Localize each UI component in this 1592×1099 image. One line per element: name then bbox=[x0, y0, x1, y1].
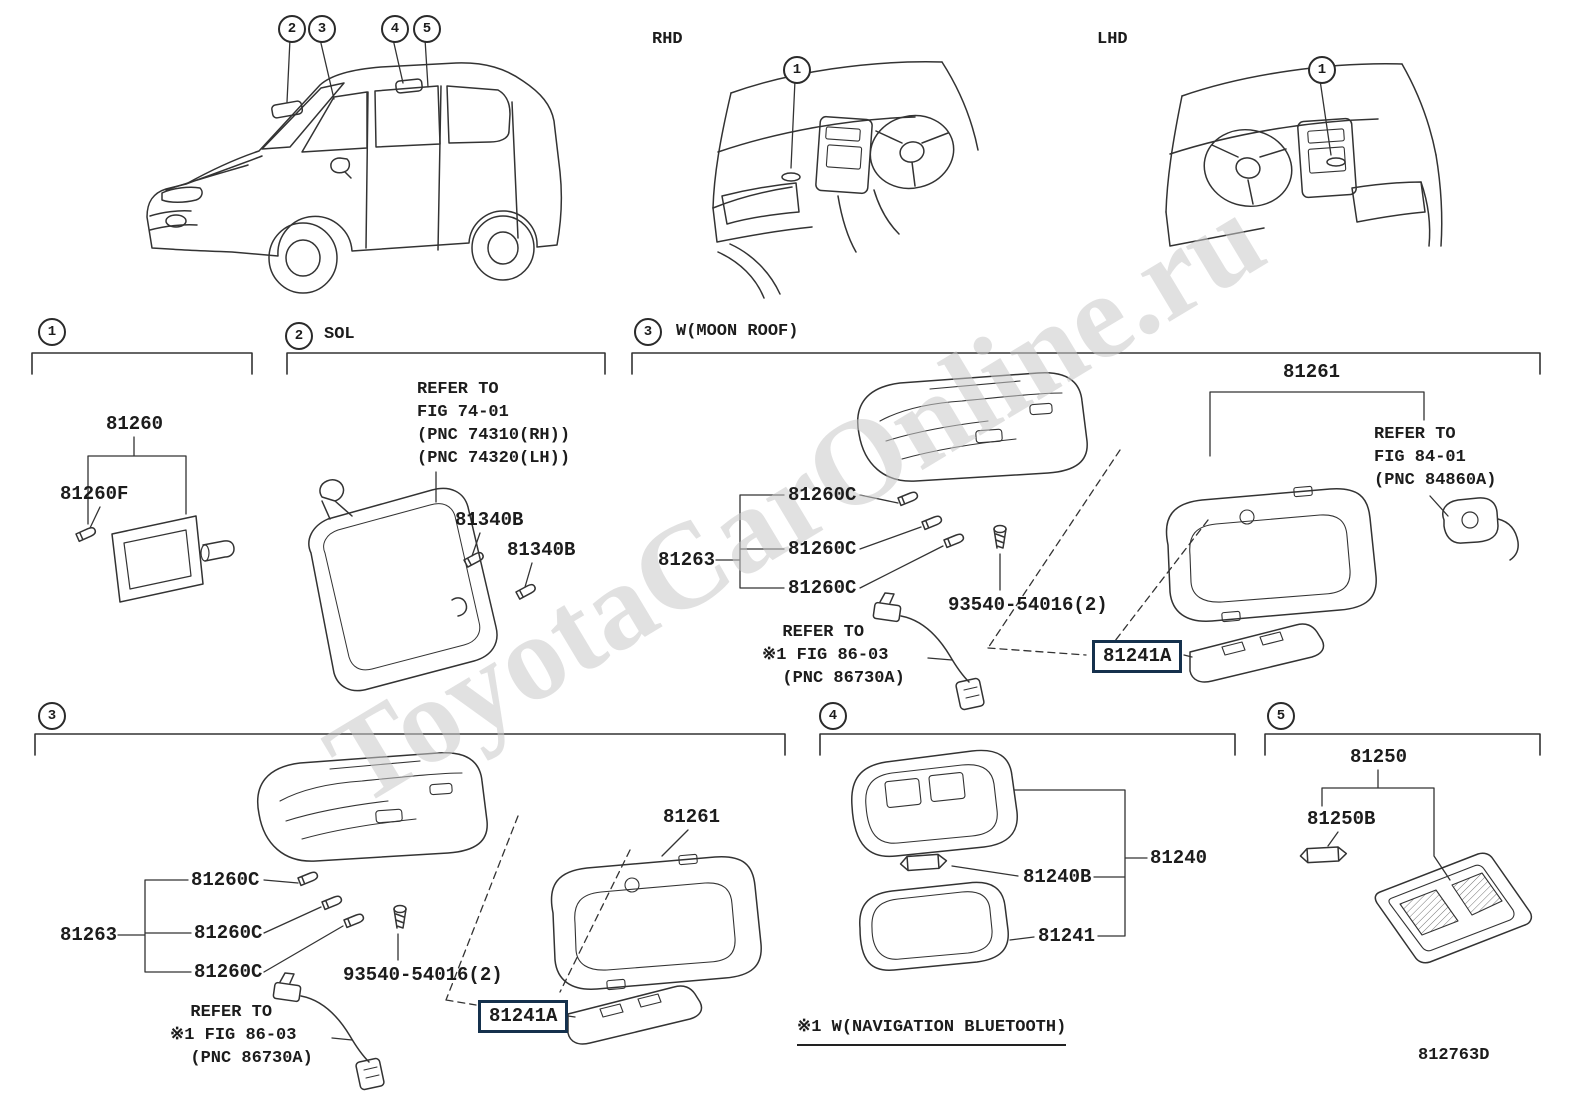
section1-marker: 1 bbox=[38, 318, 66, 346]
connector-icon bbox=[872, 601, 902, 623]
toyota-emblem bbox=[165, 214, 187, 228]
callout-leader-lines bbox=[286, 38, 1332, 169]
part-label-81241: 81241 bbox=[1038, 925, 1096, 947]
front-wheel bbox=[268, 222, 338, 294]
section2-leaders bbox=[435, 471, 533, 588]
section5-marker: 5 bbox=[1267, 702, 1295, 730]
callout-2: 2 bbox=[278, 15, 306, 43]
part-label-screw-mr: 93540-54016(2) bbox=[948, 594, 1108, 616]
part-label-81260C-mr-1: 81260C bbox=[788, 484, 857, 506]
part-label-81260F: 81260F bbox=[60, 483, 129, 505]
section1-leaders bbox=[87, 436, 187, 529]
part-label-81340B-2: 81340B bbox=[507, 539, 576, 561]
part-label-81263-mr: 81263 bbox=[658, 549, 716, 571]
part-label-81260C-std-2: 81260C bbox=[194, 922, 263, 944]
part-label-screw-std: 93540-54016(2) bbox=[343, 964, 503, 986]
part-label-81261-mr: 81261 bbox=[1283, 361, 1341, 383]
callout-5: 5 bbox=[413, 15, 441, 43]
section3-moonroof-marker: 3 bbox=[634, 318, 662, 346]
lamp-plate-art bbox=[1189, 623, 1325, 683]
callout-1-lhd: 1 bbox=[1308, 56, 1336, 84]
refer-note-fig86-std: REFER TO ※1 FIG 86-03 (PNC 86730A) bbox=[170, 1003, 313, 1068]
rear-wheel bbox=[471, 215, 535, 281]
callout-3: 3 bbox=[308, 15, 336, 43]
part-label-81250B: 81250B bbox=[1307, 808, 1376, 830]
section5-leaders bbox=[1321, 769, 1451, 881]
door-mirror bbox=[330, 157, 352, 179]
section2-marker: 2 bbox=[285, 322, 313, 350]
footnote-navigation-bluetooth: ※1 W(NAVIGATION BLUETOOTH) bbox=[797, 1016, 1067, 1046]
part-label-81260C-std-3: 81260C bbox=[194, 961, 263, 983]
section3-bottom-dashed bbox=[445, 815, 631, 1006]
maplamp-lens-art bbox=[1165, 485, 1377, 623]
rhd-dashboard bbox=[712, 61, 979, 299]
wedge-bulb-icon bbox=[75, 525, 98, 543]
steering-wheel-rhd bbox=[869, 114, 955, 190]
car-illustration bbox=[146, 62, 563, 294]
part-label-81263-std: 81263 bbox=[60, 924, 118, 946]
part-label-81240: 81240 bbox=[1150, 847, 1208, 869]
section4-leaders bbox=[951, 789, 1148, 941]
part-label-81260C-mr-3: 81260C bbox=[788, 577, 857, 599]
section4-marker: 4 bbox=[819, 702, 847, 730]
maplamp-lens-art-std bbox=[550, 853, 762, 991]
section3-top-dashed bbox=[987, 449, 1209, 656]
section3-moonroof-title: W(MOON ROOF) bbox=[676, 322, 799, 341]
lhd-dashboard bbox=[1165, 63, 1443, 247]
diagram-id: 812763D bbox=[1418, 1046, 1490, 1065]
festoon-bulb-icon bbox=[899, 853, 948, 872]
section3-bottom-leaders bbox=[117, 829, 689, 1041]
part-label-81250: 81250 bbox=[1350, 746, 1408, 768]
maplamp-assembly-art bbox=[857, 372, 1088, 711]
refer-note-fig74: REFER TO FIG 74-01 (PNC 74310(RH)) (PNC … bbox=[417, 380, 571, 468]
sunroof-sensor-art bbox=[1442, 497, 1519, 561]
glovebox-lamp-art bbox=[75, 515, 235, 603]
screw-icon bbox=[993, 524, 1007, 549]
section2-type-label: SOL bbox=[324, 325, 355, 344]
refer-note-fig84: REFER TO FIG 84-01 (PNC 84860A) bbox=[1374, 425, 1497, 490]
callout-1-rhd: 1 bbox=[783, 56, 811, 84]
part-label-81240B: 81240B bbox=[1023, 866, 1092, 888]
rhd-view-label: RHD bbox=[652, 30, 683, 49]
maplamp-bulb-icon-3 bbox=[943, 532, 966, 549]
part-label-81340B-1: 81340B bbox=[455, 509, 524, 531]
maplamp-bulb-icon-1 bbox=[897, 490, 920, 507]
section-brackets bbox=[31, 352, 1541, 756]
glovebox-lamp-location-rhd bbox=[781, 172, 801, 182]
part-label-81241A-std: 81241A bbox=[478, 1000, 569, 1033]
refer-note-fig86-mr: REFER TO ※1 FIG 86-03 (PNC 86730A) bbox=[762, 623, 905, 688]
lamp-plate-art-std bbox=[567, 985, 703, 1045]
part-label-81260C-std-1: 81260C bbox=[191, 869, 260, 891]
visor-bulb-icon-2 bbox=[515, 582, 538, 600]
section3-standard-marker: 3 bbox=[38, 702, 66, 730]
sun-visor-art bbox=[308, 479, 538, 692]
callout-4: 4 bbox=[381, 15, 409, 43]
part-label-81261-std: 81261 bbox=[663, 806, 721, 828]
roof-lamp-location-2 bbox=[395, 78, 423, 94]
glovebox-lamp-location-lhd bbox=[1326, 157, 1346, 167]
part-label-81241A-mr: 81241A bbox=[1092, 640, 1183, 673]
part-label-81260: 81260 bbox=[106, 413, 164, 435]
roomlamp-art bbox=[851, 749, 1018, 971]
part-label-81260C-mr-2: 81260C bbox=[788, 538, 857, 560]
festoon-bulb-icon-2 bbox=[1299, 845, 1348, 864]
luggage-room-lamp-art bbox=[1299, 845, 1533, 964]
roof-lamp-location bbox=[271, 100, 304, 119]
maplamp-bulb-icon-2 bbox=[921, 514, 944, 531]
steering-wheel-lhd bbox=[1203, 128, 1293, 208]
section3-top-leaders bbox=[715, 391, 1449, 661]
lhd-view-label: LHD bbox=[1097, 30, 1128, 49]
